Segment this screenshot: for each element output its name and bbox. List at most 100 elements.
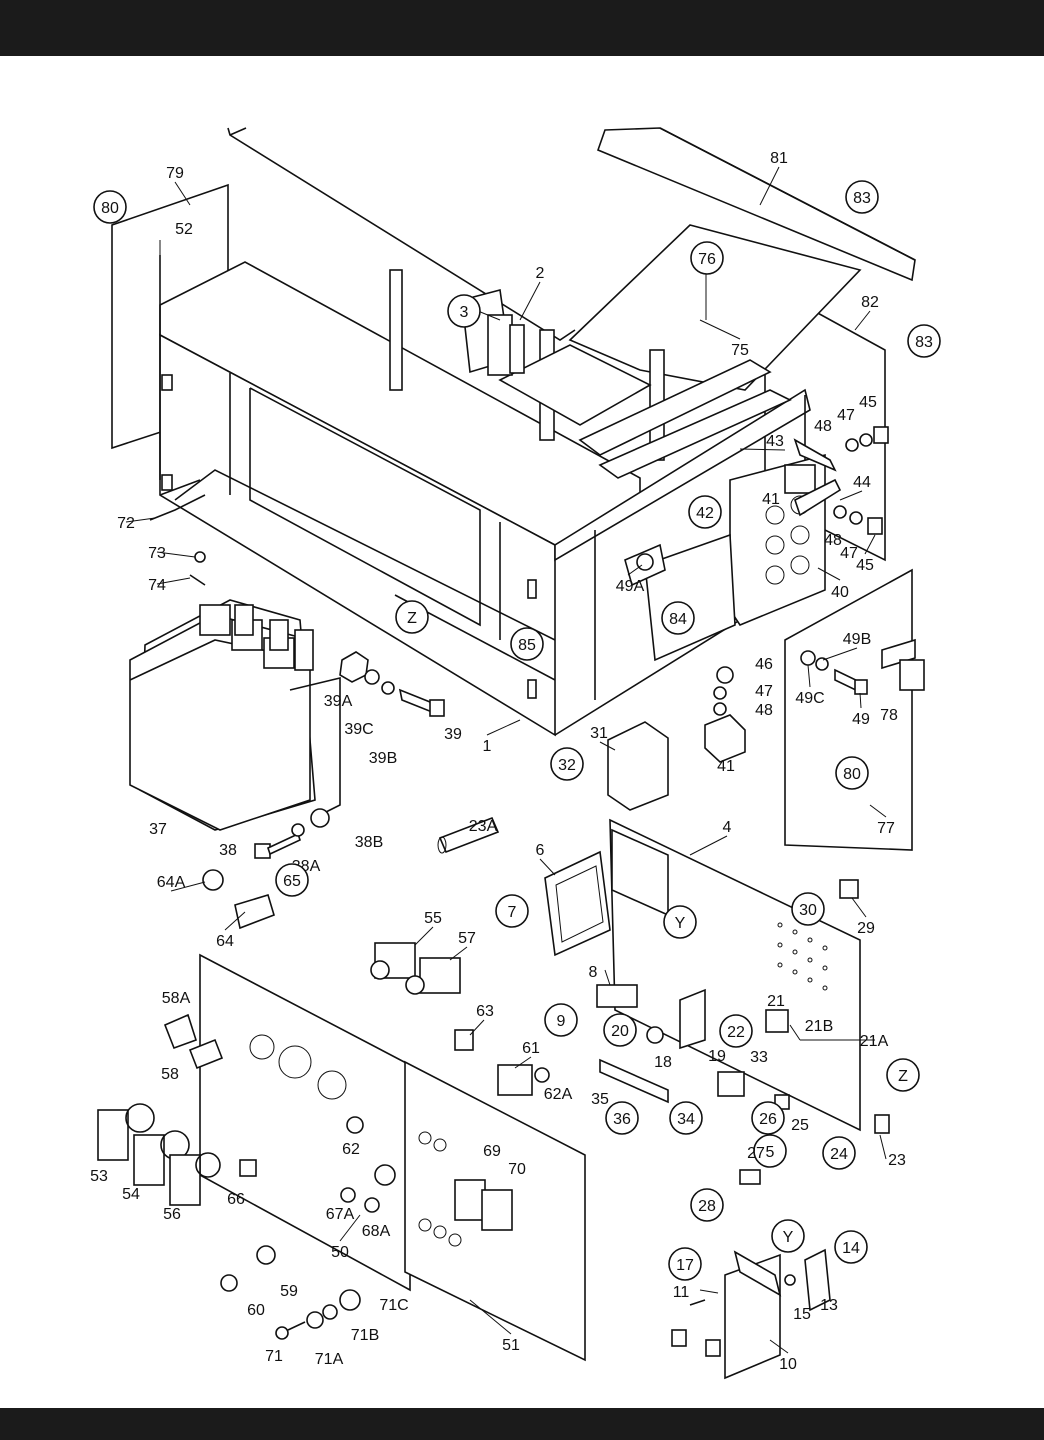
callout-c15: 15 bbox=[793, 1306, 811, 1323]
callout-c40: 40 bbox=[831, 584, 849, 601]
callout-c18: 18 bbox=[654, 1054, 672, 1071]
callout-c3: 3 bbox=[447, 294, 481, 328]
callout-text: 15 bbox=[793, 1306, 811, 1323]
callout-circle bbox=[822, 1136, 856, 1170]
callout-text: 47 bbox=[755, 683, 773, 700]
callout-text: 31 bbox=[590, 725, 608, 742]
callout-c44: 44 bbox=[853, 474, 871, 491]
top-bar bbox=[0, 0, 1044, 56]
callout-text: 24 bbox=[830, 1146, 848, 1163]
callout-text: 79 bbox=[166, 165, 184, 182]
callout-c73: 73 bbox=[148, 545, 166, 562]
callout-c49C: 49C bbox=[795, 690, 824, 707]
callout-c70: 70 bbox=[508, 1161, 526, 1178]
callout-text: 71B bbox=[351, 1327, 379, 1344]
callout-text: 44 bbox=[853, 474, 871, 491]
callout-text: 21A bbox=[860, 1033, 889, 1050]
callout-text: 4 bbox=[723, 819, 732, 836]
callout-c62: 62 bbox=[342, 1141, 360, 1158]
callout-c68A: 68A bbox=[362, 1223, 391, 1240]
callout-c32: 32 bbox=[550, 747, 584, 781]
callout-text: 60 bbox=[247, 1302, 265, 1319]
callout-c80a: 80 bbox=[93, 190, 127, 224]
callout-c61: 61 bbox=[522, 1040, 540, 1057]
callout-text: 56 bbox=[163, 1206, 181, 1223]
callout-text: 2 bbox=[536, 265, 545, 282]
callout-c66: 66 bbox=[227, 1191, 245, 1208]
callout-c78: 78 bbox=[880, 707, 898, 724]
callout-text: 82 bbox=[861, 294, 879, 311]
callout-text: 37 bbox=[149, 821, 167, 838]
callout-circle bbox=[834, 1230, 868, 1264]
callout-c10: 10 bbox=[779, 1356, 797, 1373]
callout-text: 40 bbox=[831, 584, 849, 601]
callout-circle bbox=[395, 600, 429, 634]
callout-circle bbox=[835, 756, 869, 790]
callout-text: 54 bbox=[122, 1186, 140, 1203]
callout-text: 14 bbox=[842, 1240, 860, 1257]
callout-c38B: 38B bbox=[355, 834, 383, 851]
callout-c22: 22 bbox=[719, 1014, 753, 1048]
callout-text: 46 bbox=[755, 656, 773, 673]
callout-text: 25 bbox=[791, 1117, 809, 1134]
callout-c81: 81 bbox=[770, 150, 788, 167]
callout-text: 49 bbox=[852, 711, 870, 728]
callout-text: 73 bbox=[148, 545, 166, 562]
callout-text: 41 bbox=[762, 491, 780, 508]
callout-text: 85 bbox=[518, 637, 536, 654]
callout-circle bbox=[753, 1134, 787, 1168]
callout-c6: 6 bbox=[536, 842, 545, 859]
callout-circle bbox=[605, 1101, 639, 1135]
callout-text: 38B bbox=[355, 834, 383, 851]
callout-text: 48 bbox=[755, 702, 773, 719]
callout-text: 75 bbox=[731, 342, 749, 359]
callout-text: 21 bbox=[767, 993, 785, 1010]
callout-c80b: 80 bbox=[835, 756, 869, 790]
callout-c19: 19 bbox=[708, 1048, 726, 1065]
callout-c35: 35 bbox=[591, 1091, 609, 1108]
callout-cZ2: Z bbox=[886, 1058, 920, 1092]
callout-text: 47 bbox=[837, 407, 855, 424]
callout-c39A: 39A bbox=[324, 693, 353, 710]
callout-text: 20 bbox=[611, 1023, 629, 1040]
callout-text: 6 bbox=[536, 842, 545, 859]
callout-c63: 63 bbox=[476, 1003, 494, 1020]
callout-c39C: 39C bbox=[344, 721, 373, 738]
callout-text: 70 bbox=[508, 1161, 526, 1178]
callout-c51: 51 bbox=[502, 1337, 520, 1354]
callout-text: 29 bbox=[857, 920, 875, 937]
callout-text: 47 bbox=[840, 545, 858, 562]
callout-text: Z bbox=[407, 610, 417, 627]
callout-c29: 29 bbox=[857, 920, 875, 937]
callout-text: 39C bbox=[344, 721, 373, 738]
callout-c8: 8 bbox=[589, 964, 598, 981]
callout-c2: 2 bbox=[536, 265, 545, 282]
callout-c21B: 21B bbox=[805, 1018, 833, 1035]
callout-text: 62 bbox=[342, 1141, 360, 1158]
callout-circle bbox=[603, 1013, 637, 1047]
callout-text: 17 bbox=[676, 1257, 694, 1274]
callout-text: 10 bbox=[779, 1356, 797, 1373]
callout-text: 39 bbox=[444, 726, 462, 743]
callout-c71B: 71B bbox=[351, 1327, 379, 1344]
callout-text: 59 bbox=[280, 1283, 298, 1300]
callout-text: 64A bbox=[157, 874, 186, 891]
callout-text: 65 bbox=[283, 873, 301, 890]
callout-c27: 27 bbox=[747, 1145, 765, 1162]
callout-text: 71 bbox=[265, 1348, 283, 1365]
callout-text: 45 bbox=[859, 394, 877, 411]
callout-text: 36 bbox=[613, 1111, 631, 1128]
callout-text: 11 bbox=[673, 1284, 690, 1301]
callout-text: 76 bbox=[698, 251, 716, 268]
callout-c26: 26 bbox=[751, 1101, 785, 1135]
callout-text: 52 bbox=[175, 221, 193, 238]
callout-text: 78 bbox=[880, 707, 898, 724]
callout-text: 45 bbox=[856, 557, 874, 574]
callout-c64A: 64A bbox=[157, 874, 186, 891]
callout-text: 51 bbox=[502, 1337, 520, 1354]
callout-text: 64 bbox=[216, 933, 234, 950]
callout-c24: 24 bbox=[822, 1136, 856, 1170]
callout-c20: 20 bbox=[603, 1013, 637, 1047]
callout-text: 42 bbox=[696, 505, 714, 522]
